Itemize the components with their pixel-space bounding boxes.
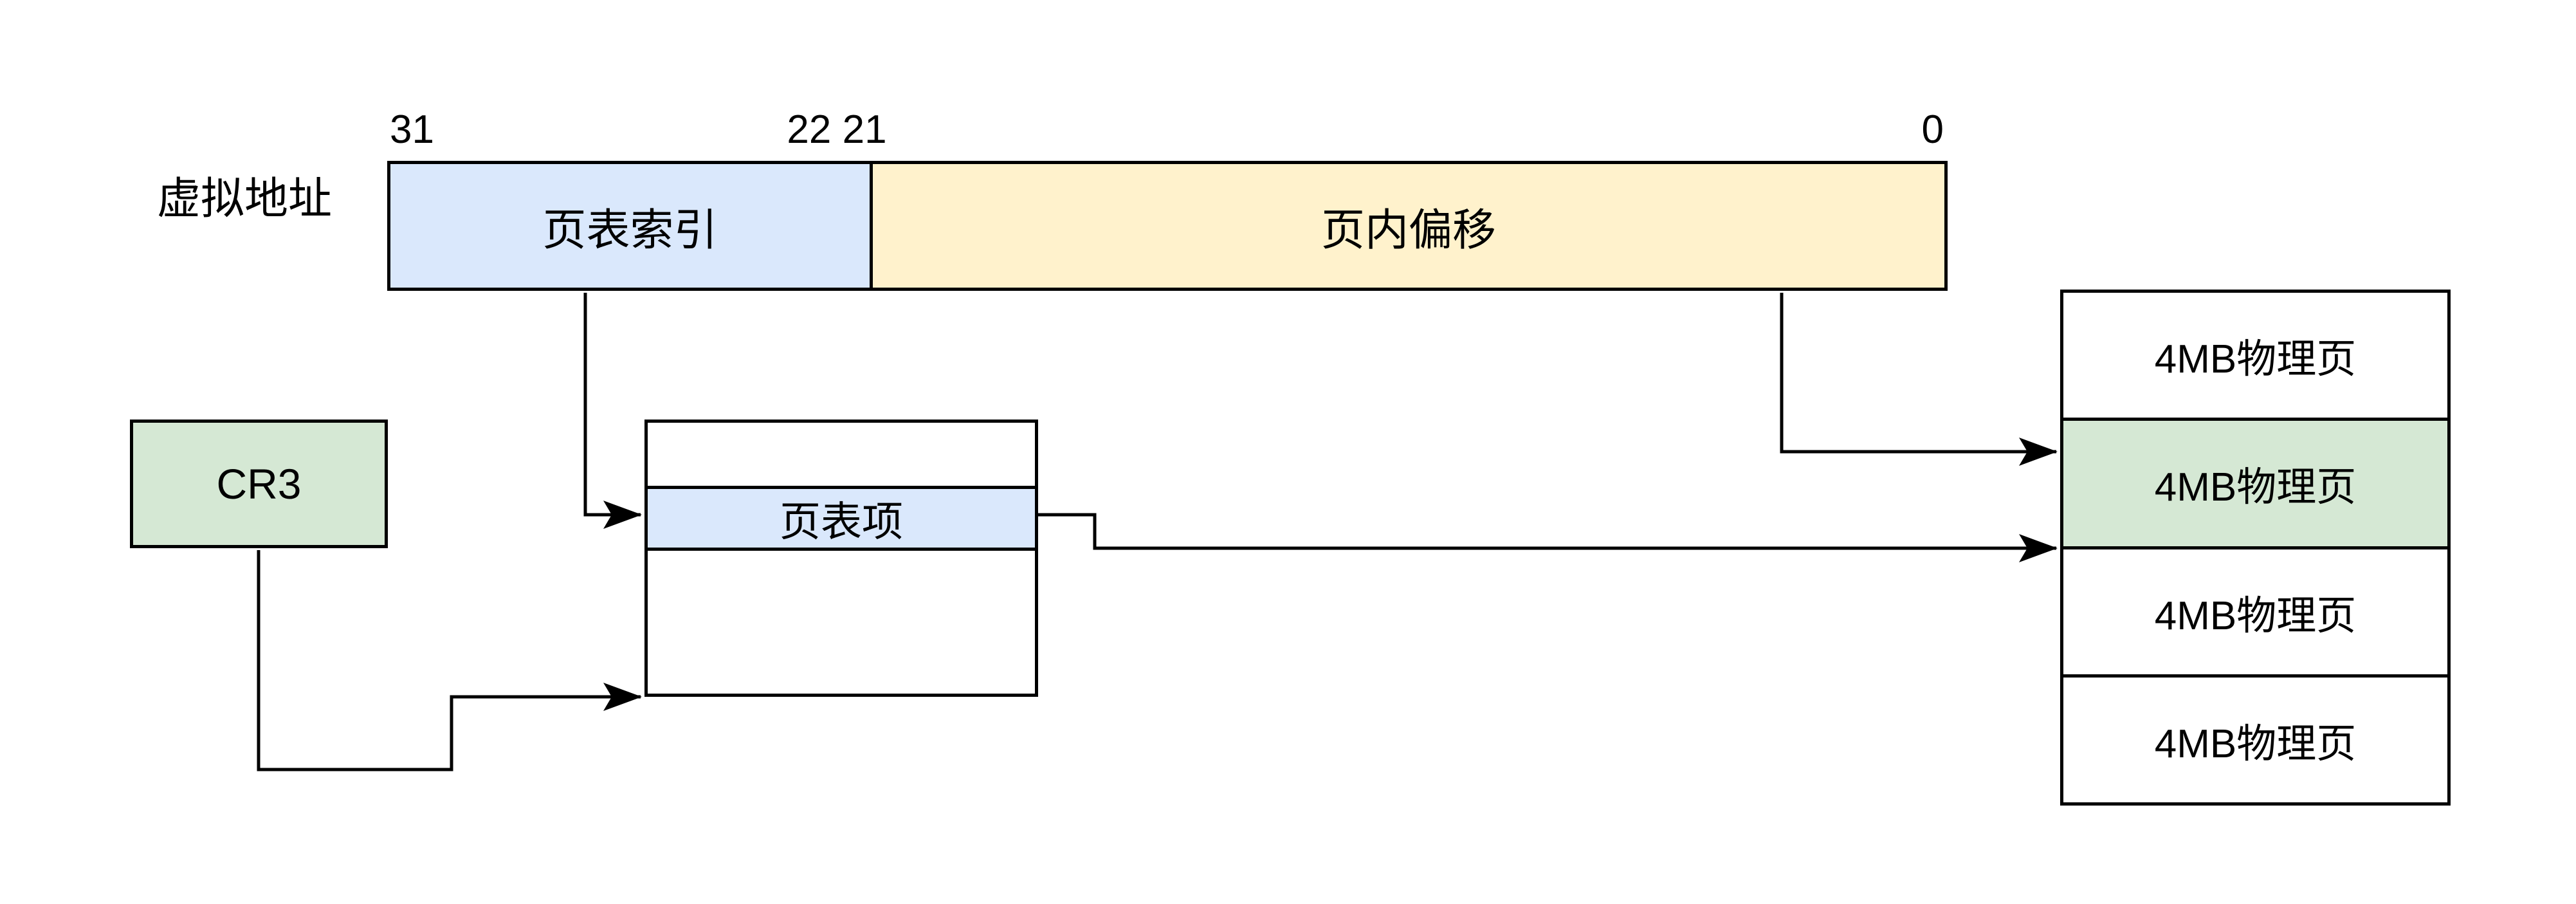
- page-table-entry-row: 页表项: [648, 486, 1035, 551]
- physical-page-row-3: 4MB物理页: [2063, 546, 2447, 674]
- physical-page-row-4: 4MB物理页: [2063, 674, 2447, 802]
- bit-label-22-21: 22 21: [787, 107, 887, 152]
- physical-page-row-1: 4MB物理页: [2063, 293, 2447, 418]
- page-table-index-label: 页表索引: [542, 205, 718, 255]
- page-table-entry-label: 页表项: [780, 498, 903, 545]
- page-offset-label: 页内偏移: [1320, 205, 1496, 255]
- bit-label-0: 0: [1921, 107, 1944, 152]
- physical-page-label: 4MB物理页: [2154, 337, 2357, 382]
- arrow-index-to-entry: [583, 293, 642, 529]
- page-table-box: 页表项: [644, 420, 1038, 697]
- page-table-row-empty-top: [648, 423, 1035, 486]
- physical-page-label: 4MB物理页: [2154, 721, 2357, 766]
- physical-page-label: 4MB物理页: [2154, 465, 2357, 510]
- physical-page-row-2-highlighted: 4MB物理页: [2063, 418, 2447, 546]
- physical-page-label: 4MB物理页: [2154, 593, 2357, 638]
- physical-pages-table: 4MB物理页 4MB物理页 4MB物理页 4MB物理页: [2060, 290, 2451, 806]
- page-table-row-empty-bottom: [648, 551, 1035, 694]
- cr3-register-box: CR3: [130, 420, 388, 548]
- arrow-entry-to-physical-page: [1038, 513, 2058, 562]
- virtual-address-box: 页表索引 页内偏移: [387, 161, 1948, 291]
- cr3-label: CR3: [216, 460, 302, 508]
- virtual-address-label: 虚拟地址: [156, 174, 332, 223]
- page-table-index-field: 页表索引: [390, 164, 873, 288]
- bit-label-31: 31: [390, 107, 434, 152]
- page-offset-field: 页内偏移: [873, 164, 1944, 288]
- arrow-cr3-to-page-table: [257, 550, 642, 771]
- arrow-offset-to-physical-page: [1780, 293, 2058, 466]
